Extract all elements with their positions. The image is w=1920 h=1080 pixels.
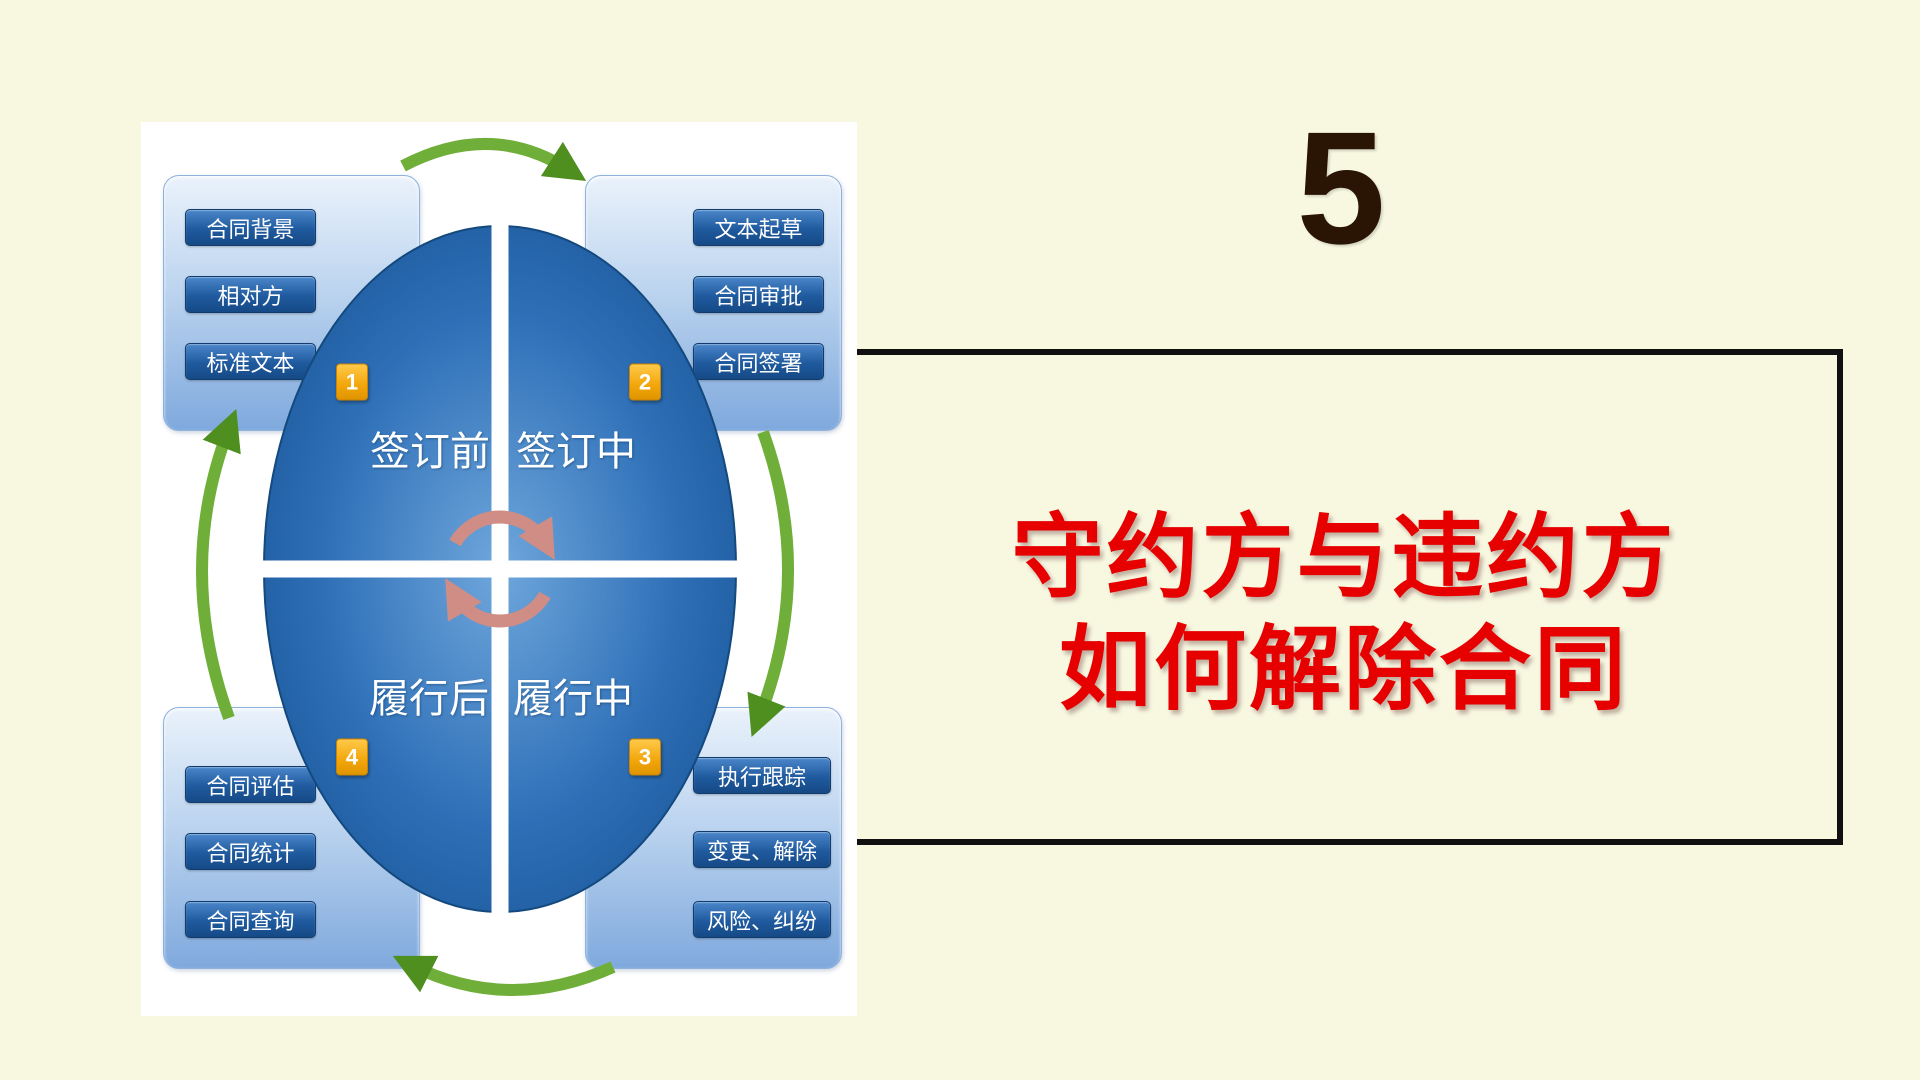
slide-number: 5 bbox=[1296, 98, 1386, 277]
chip-standard-text: 标准文本 bbox=[185, 343, 316, 380]
title-line-2: 如何解除合同 bbox=[1058, 619, 1629, 721]
chip-risk-dispute: 风险、纠纷 bbox=[693, 901, 831, 938]
green-arrow-right-icon bbox=[747, 429, 794, 737]
cycle-arrow-bottom-icon bbox=[445, 578, 551, 628]
chip-execution-tracking: 执行跟踪 bbox=[693, 757, 831, 794]
chip-contract-evaluation: 合同评估 bbox=[185, 766, 316, 803]
green-arrow-top-icon bbox=[400, 138, 587, 182]
chip-change-termination: 变更、解除 bbox=[693, 831, 831, 868]
chip-draft-text: 文本起草 bbox=[693, 209, 824, 246]
quadrant-label-signing: 签订中 bbox=[516, 430, 636, 474]
cycle-arrow-top-icon bbox=[449, 510, 555, 560]
chip-contract-query: 合同查询 bbox=[185, 901, 316, 938]
chip-contract-statistics: 合同统计 bbox=[185, 833, 316, 870]
step-badge-4: 4 bbox=[336, 738, 368, 776]
title-line-1: 守约方与违约方 bbox=[1011, 506, 1677, 609]
step-badge-1: 1 bbox=[336, 363, 368, 401]
quadrant-label-pre-signing: 签订前 bbox=[370, 430, 490, 474]
step-badge-3: 3 bbox=[629, 738, 661, 776]
chip-contract-signature: 合同签署 bbox=[693, 343, 824, 380]
quadrant-label-performance: 履行中 bbox=[513, 677, 633, 721]
green-arrow-left-icon bbox=[196, 408, 241, 721]
step-badge-2: 2 bbox=[629, 363, 661, 401]
title-box: 守约方与违约方 如何解除合同 bbox=[845, 349, 1843, 845]
quadrant-label-post-performance: 履行后 bbox=[369, 677, 489, 721]
chip-contract-approval: 合同审批 bbox=[693, 276, 824, 313]
chip-contract-background: 合同背景 bbox=[185, 209, 316, 246]
chip-counterparty: 相对方 bbox=[185, 276, 316, 313]
lifecycle-wheel bbox=[196, 138, 794, 996]
contract-lifecycle-diagram: 合同背景 相对方 标准文本 文本起草 合同审批 合同签署 合同评估 合同统计 合… bbox=[141, 122, 857, 1016]
green-arrow-bottom-icon bbox=[392, 955, 616, 996]
